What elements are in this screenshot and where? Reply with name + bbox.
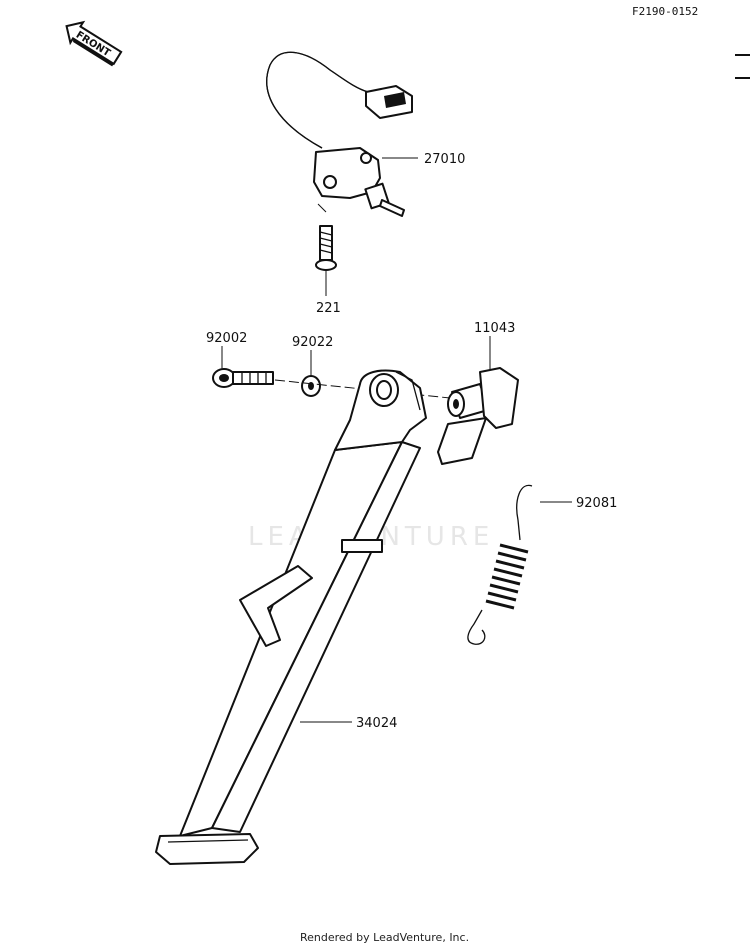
part-label-11043[interactable]: 11043 (474, 321, 515, 336)
side-stand-switch (266, 51, 413, 217)
diagram-code: F2190-0152 (632, 5, 698, 18)
front-arrow-icon: FRONT (65, 20, 123, 67)
part-label-92022[interactable]: 92022 (292, 335, 333, 350)
bolt-92002 (212, 368, 274, 388)
part-label-27010[interactable]: 27010 (424, 152, 465, 167)
leader-lines (221, 157, 572, 723)
side-stand (155, 369, 427, 865)
washer-92022 (301, 375, 321, 397)
screw-221 (315, 225, 337, 271)
spring-92081 (467, 484, 533, 645)
part-label-92081[interactable]: 92081 (576, 496, 617, 511)
credit-text: Rendered by LeadVenture, Inc. (300, 931, 469, 944)
part-label-34024[interactable]: 34024 (356, 716, 397, 731)
pin-11043 (437, 367, 519, 465)
part-label-221[interactable]: 221 (316, 301, 341, 316)
part-label-92002[interactable]: 92002 (206, 331, 247, 346)
